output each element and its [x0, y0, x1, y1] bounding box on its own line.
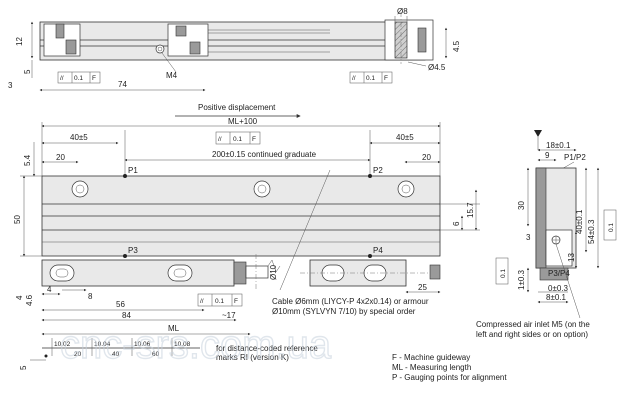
dim-74: 74: [118, 80, 127, 89]
dim-17: ~17: [222, 311, 236, 320]
tolerance-frame-main-bottom: // 0.1 F: [197, 293, 243, 307]
dim-4-left: 4: [15, 295, 24, 300]
svg-text://: //: [200, 298, 204, 305]
mounting-hole-right: [397, 180, 415, 198]
svg-text:0.1: 0.1: [74, 75, 83, 82]
end-dim-18: 18±0.1: [546, 141, 571, 150]
svg-text://: //: [60, 75, 64, 82]
dim-d4-5: Ø4.5: [428, 63, 446, 72]
gauging-point-p1: [123, 174, 127, 178]
end-dim-30: 30: [517, 201, 526, 210]
svg-text:F: F: [252, 136, 256, 143]
top-view-body: [39, 21, 426, 61]
label-p3: P3: [128, 246, 138, 255]
end-view: 18±0.1 9 P1/P2 30 40±0.1 54±0.3 0.1 3 13…: [476, 130, 617, 339]
svg-text:0.1: 0.1: [233, 136, 242, 143]
dim-12: 12: [15, 37, 24, 46]
dim-25: 25: [418, 283, 427, 292]
ref-mark-4: 10.08: [174, 341, 191, 348]
dim-4-bottom: 4: [47, 285, 52, 294]
datum-triangle: [534, 130, 542, 137]
watermark: cnc-srs.com.ua: [60, 323, 332, 367]
end-dim-54: 54±0.3: [587, 219, 596, 244]
legend-item-gauging-points: P - Gauging points for alignment: [392, 373, 507, 382]
thread-m4-label: M4: [166, 71, 178, 80]
ref-step-20: 20: [74, 351, 82, 358]
svg-text:F: F: [234, 298, 238, 305]
dim-56: 56: [116, 300, 125, 309]
dim-d10: Ø10: [269, 264, 278, 280]
tolerance-frame-main-top: // 0.1 F: [215, 131, 261, 145]
end-dim-40: 40±0.1: [575, 209, 584, 234]
legend: F - Machine guideway ML - Measuring leng…: [392, 353, 507, 382]
continued-graduate-label: 200±0.15 continued graduate: [212, 150, 317, 159]
svg-text://: //: [352, 75, 356, 82]
cable-text-line-1: Cable Ø6mm (LIYCY-P 4x2x0.14) or armour: [272, 297, 429, 306]
cable: [245, 265, 269, 279]
svg-text://: //: [218, 136, 222, 143]
ref-step-40: 40: [112, 351, 120, 358]
ref-mark-2: 10.04: [94, 341, 111, 348]
dim-20-left: 20: [56, 153, 65, 162]
ref-note-line-1: for distance-coded reference: [216, 344, 318, 353]
dim-3-top: 3: [8, 81, 13, 90]
end-dim-3: 3: [526, 233, 531, 242]
dim-ml: ML: [168, 324, 180, 333]
svg-text:0.1: 0.1: [366, 75, 375, 82]
tolerance-frame-top-right: // 0.1 F: [349, 71, 393, 84]
air-inlet-note-2: left and right sides or on option): [476, 330, 588, 339]
tolerance-frame-top-left: // 0.1 F: [57, 71, 101, 84]
svg-text:0.1: 0.1: [215, 298, 224, 305]
dim-5-top: 5: [23, 69, 32, 74]
svg-text:F: F: [92, 75, 96, 82]
end-label-p3p4: P3/P4: [548, 269, 570, 278]
ref-step-60: 60: [152, 351, 160, 358]
end-dim-8: 8±0.1: [546, 293, 567, 302]
label-p4: P4: [373, 246, 383, 255]
dim-8: 8: [88, 292, 93, 301]
legend-item-machine-guideway: F - Machine guideway: [392, 353, 470, 362]
svg-text:F: F: [384, 75, 388, 82]
dim-6: 6: [452, 221, 461, 226]
dim-ml-plus-100: ML+100: [228, 117, 258, 126]
cable-text-line-2: Ø10mm (SYLVYN 7/10) by special order: [272, 307, 416, 316]
dim-84: 84: [122, 311, 131, 320]
air-inlet-note-1: Compressed air inlet M5 (on the: [476, 320, 590, 329]
end-dim-13: 13: [567, 253, 576, 262]
gauging-point-p3: [123, 254, 127, 258]
dim-4-5: 4.5: [452, 40, 461, 52]
end-dim-0-3: 0±0.3: [548, 284, 569, 293]
end-dim-0-1: 0.1: [608, 223, 615, 232]
ref-mark-3: 10.06: [134, 341, 151, 348]
dim-5-bottom: 5: [19, 365, 28, 370]
dim-50: 50: [13, 215, 22, 224]
label-p2: P2: [373, 166, 383, 175]
dim-40-left: 40±5: [70, 133, 88, 142]
end-dim-9: 9: [545, 151, 550, 160]
end-dim-0-1-left: 0.1: [500, 269, 507, 278]
end-label-p1p2: P1/P2: [564, 153, 586, 162]
label-p1: P1: [128, 166, 138, 175]
m4-hole: [155, 44, 165, 54]
mounting-hole-left: [71, 180, 89, 198]
positive-displacement-label: Positive displacement: [198, 103, 276, 112]
front-view: Positive displacement ML+100 // 0.1 F 40…: [13, 103, 480, 370]
end-dim-1: 1±0.3: [517, 269, 526, 290]
gauging-point-p2: [368, 174, 372, 178]
dim-15-7: 15.7: [466, 202, 475, 218]
top-view: 12 5 3 74 M4 // 0.1 F Ø8 Ø4.5 4.5 // 0.1: [8, 7, 461, 92]
legend-item-measuring-length: ML - Measuring length: [392, 363, 471, 372]
ref-mark-1: 10.02: [54, 341, 71, 348]
dim-d8: Ø8: [397, 7, 408, 16]
mounting-hole-center: [253, 180, 271, 198]
dim-5-4: 5.4: [23, 154, 32, 166]
dim-20-right: 20: [422, 153, 431, 162]
dim-40-right: 40±5: [396, 133, 414, 142]
dim-4-6: 4.6: [25, 294, 34, 306]
gauging-point-p4: [368, 254, 372, 258]
ref-note-line-2: marks RI (version K): [216, 353, 289, 362]
